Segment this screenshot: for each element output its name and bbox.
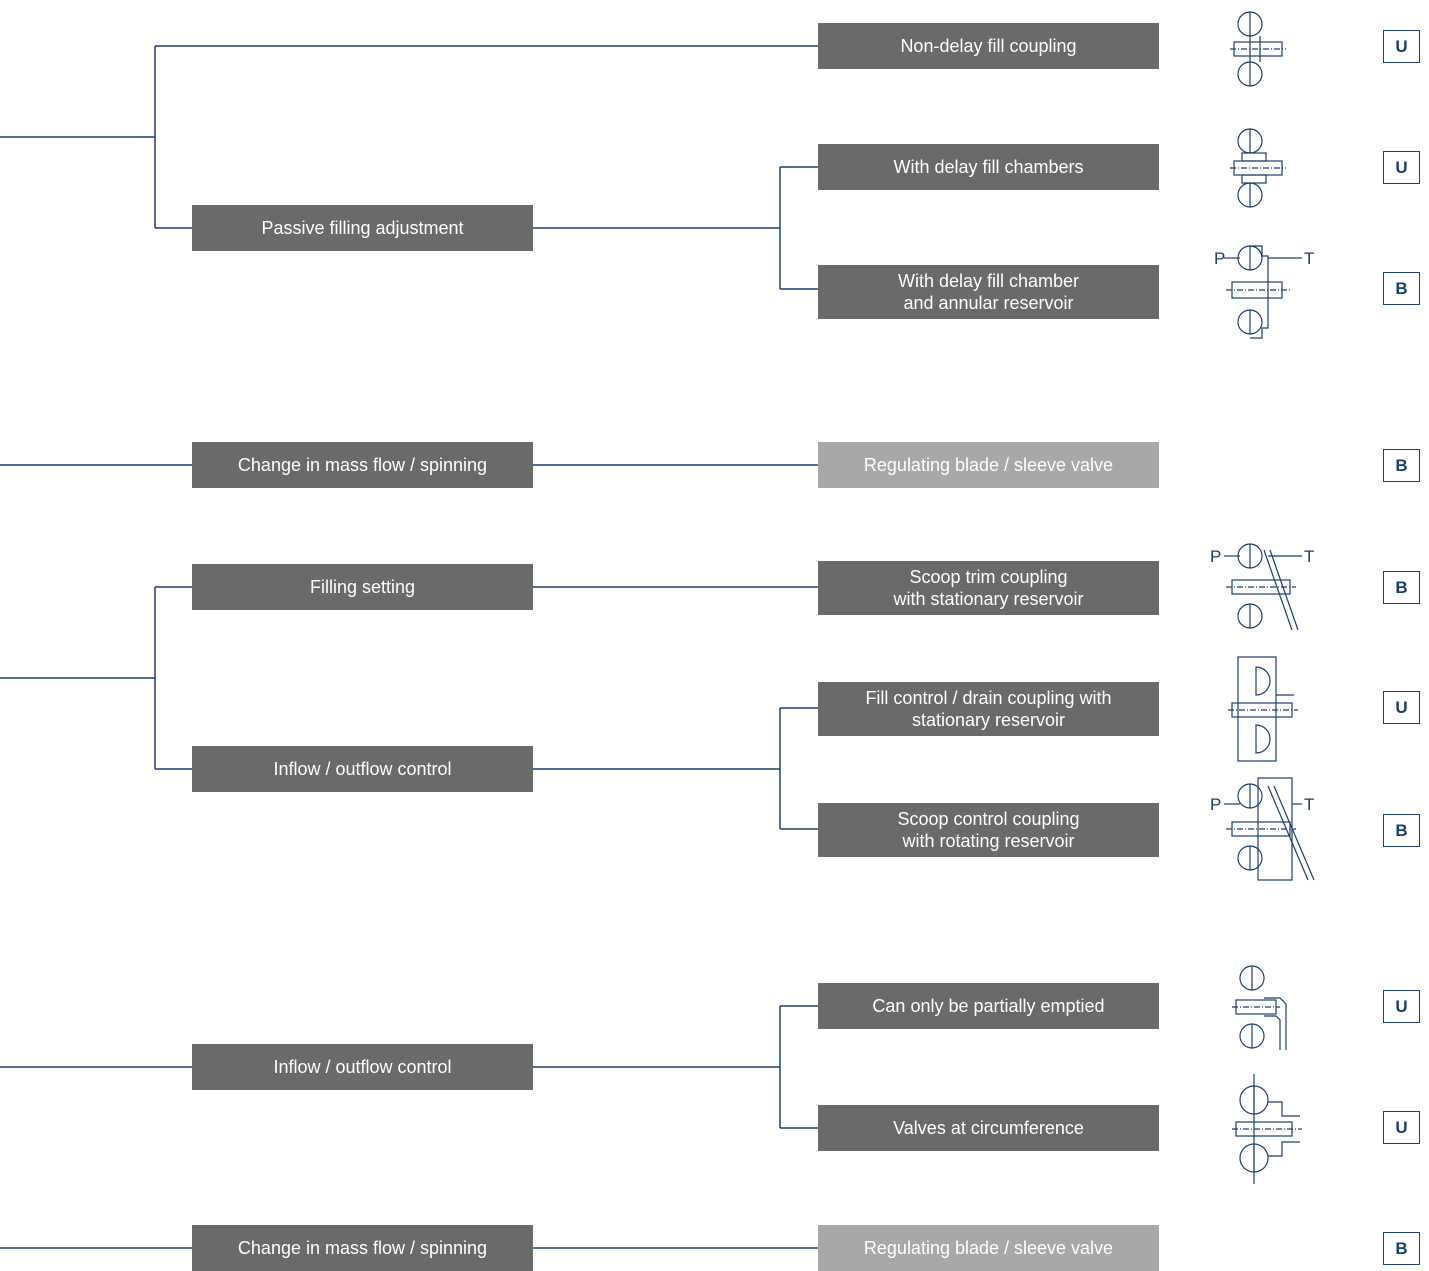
badge-scoopcontrol: B (1383, 814, 1420, 847)
tank-label-t: T (1304, 249, 1314, 268)
box-inflow-outflow-control-2: Inflow / outflow control (192, 1044, 533, 1090)
box-passive-filling-adjustment: Passive filling adjustment (192, 205, 533, 251)
badge-blade1: B (1383, 449, 1420, 482)
box-with-delay-fill-chambers: With delay fill chambers (818, 144, 1159, 190)
coupling-basic-icon (1228, 4, 1288, 94)
box-change-in-mass-flow-2: Change in mass flow / spinning (192, 1225, 533, 1271)
badge-valves: U (1383, 1111, 1420, 1144)
box-delay-fill-annular-reservoir: With delay fill chamber and annular rese… (818, 265, 1159, 319)
box-regulating-blade-2: Regulating blade / sleeve valve (818, 1225, 1159, 1271)
pressure-label-p: P (1210, 547, 1221, 566)
tank-label-t: T (1304, 795, 1314, 814)
box-filling-setting: Filling setting (192, 564, 533, 610)
scoop-trim-coupling-icon: P T (1210, 540, 1320, 632)
valve-coupling-icon (1230, 1072, 1306, 1186)
box-regulating-blade-1: Regulating blade / sleeve valve (818, 442, 1159, 488)
badge-nondelay: U (1383, 30, 1420, 63)
box-scoop-control-coupling: Scoop control coupling with rotating res… (818, 803, 1159, 857)
tank-label-t: T (1304, 547, 1314, 566)
coupling-annular-reservoir-icon: P T (1210, 242, 1320, 342)
box-scoop-trim-coupling: Scoop trim coupling with stationary rese… (818, 561, 1159, 615)
box-partially-emptied: Can only be partially emptied (818, 983, 1159, 1029)
coupling-delay-chamber-icon (1228, 123, 1288, 213)
badge-scooptrim: B (1383, 571, 1420, 604)
box-fill-control-drain-coupling: Fill control / drain coupling with stati… (818, 682, 1159, 736)
partial-empty-coupling-icon (1230, 962, 1296, 1052)
badge-delaychambers: U (1383, 151, 1420, 184)
badge-partial: U (1383, 990, 1420, 1023)
pressure-label-p: P (1214, 249, 1225, 268)
box-valves-at-circumference: Valves at circumference (818, 1105, 1159, 1151)
box-change-in-mass-flow-1: Change in mass flow / spinning (192, 442, 533, 488)
fill-control-coupling-icon (1228, 655, 1298, 765)
badge-fillcontrol: U (1383, 691, 1420, 724)
scoop-control-coupling-icon: P T (1210, 776, 1320, 882)
box-non-delay-fill-coupling: Non-delay fill coupling (818, 23, 1159, 69)
badge-blade2: B (1383, 1232, 1420, 1265)
badge-delayannular: B (1383, 272, 1420, 305)
box-inflow-outflow-control-1: Inflow / outflow control (192, 746, 533, 792)
pressure-label-p: P (1210, 795, 1221, 814)
